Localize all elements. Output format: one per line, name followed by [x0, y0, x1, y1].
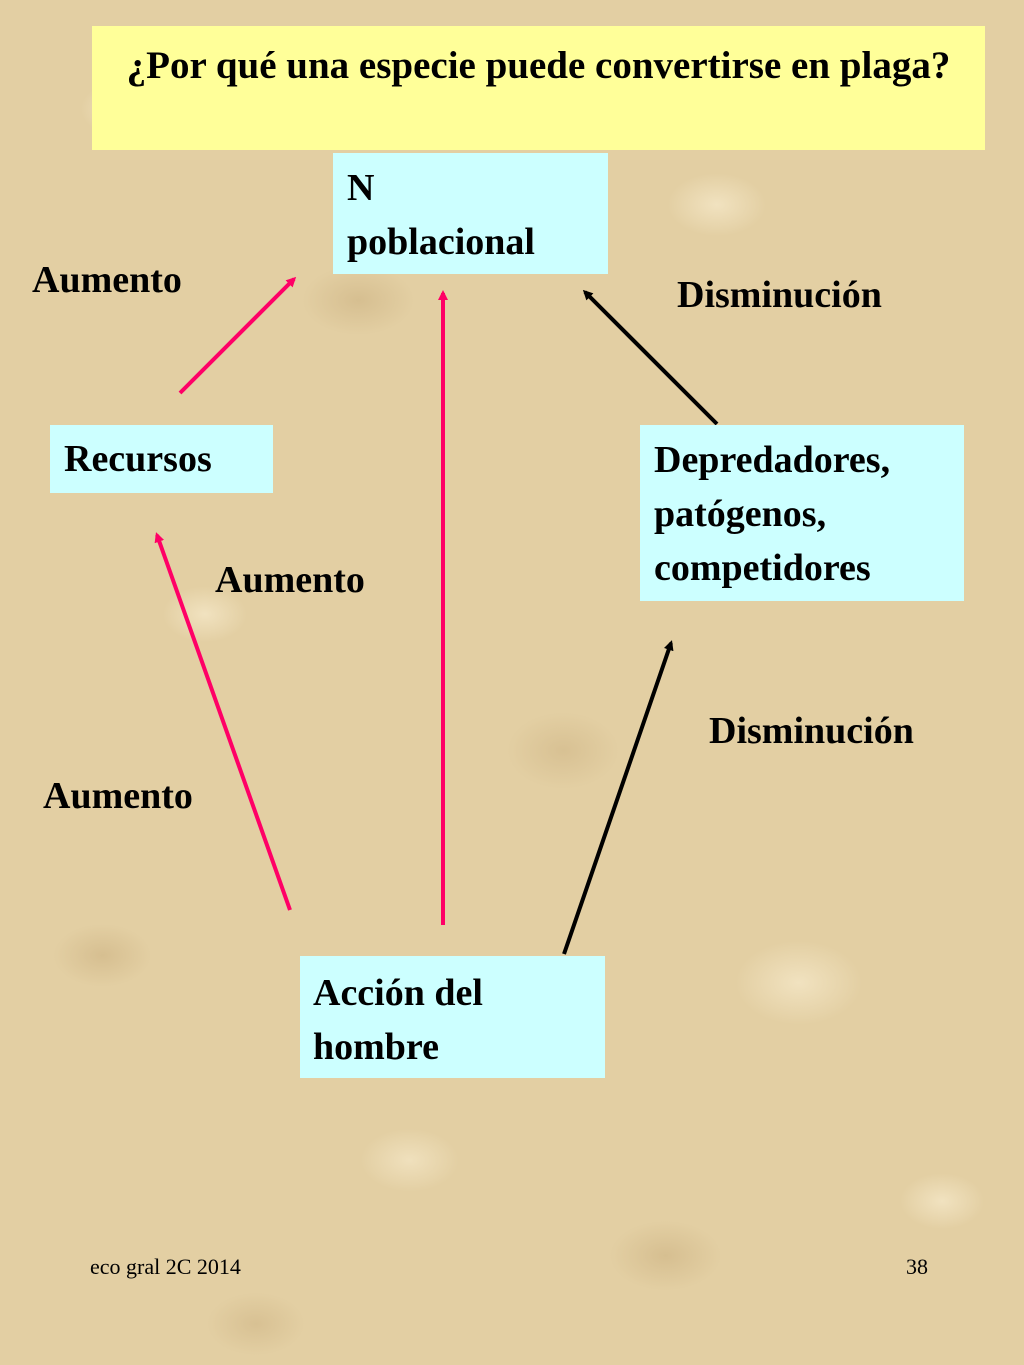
node-depredadores-line-3: competidores — [654, 547, 871, 589]
node-accion-del-hombre: Acción del hombre — [300, 956, 605, 1078]
edge-label-recursos-to-n: Aumento — [32, 259, 182, 301]
footer-course-label: eco gral 2C 2014 — [90, 1254, 241, 1279]
edge-label-accion-to-depredadores: Disminución — [709, 710, 914, 752]
slide-title: ¿Por qué una especie puede convertirse e… — [92, 26, 985, 150]
node-depredadores-line-1: Depredadores, — [654, 439, 891, 481]
node-recursos: Recursos — [50, 425, 273, 493]
node-n-poblacional: N poblacional — [333, 153, 608, 274]
edge-label-depredadores-to-n: Disminución — [677, 274, 882, 316]
edge-label-accion-to-recursos: Aumento — [43, 775, 193, 817]
arrow-recursos-to-n-poblacional — [178, 276, 297, 395]
node-accion-line-2: hombre — [313, 1026, 439, 1068]
node-depredadores: Depredadores, patógenos, competidores — [640, 425, 964, 601]
arrow-depredadores-to-n-poblacional — [582, 289, 719, 426]
node-depredadores-line-2: patógenos, — [654, 493, 827, 535]
node-n-poblacional-line-2: poblacional — [347, 221, 535, 263]
footer-slide-number: 38 — [906, 1254, 928, 1279]
edge-label-accion-to-n: Aumento — [215, 559, 365, 601]
node-recursos-label: Recursos — [64, 438, 212, 480]
node-accion-line-1: Acción del — [313, 972, 483, 1014]
arrow-accion-to-depredadores — [562, 640, 674, 955]
node-n-poblacional-line-1: N — [347, 167, 375, 209]
arrow-accion-to-recursos — [154, 532, 292, 911]
